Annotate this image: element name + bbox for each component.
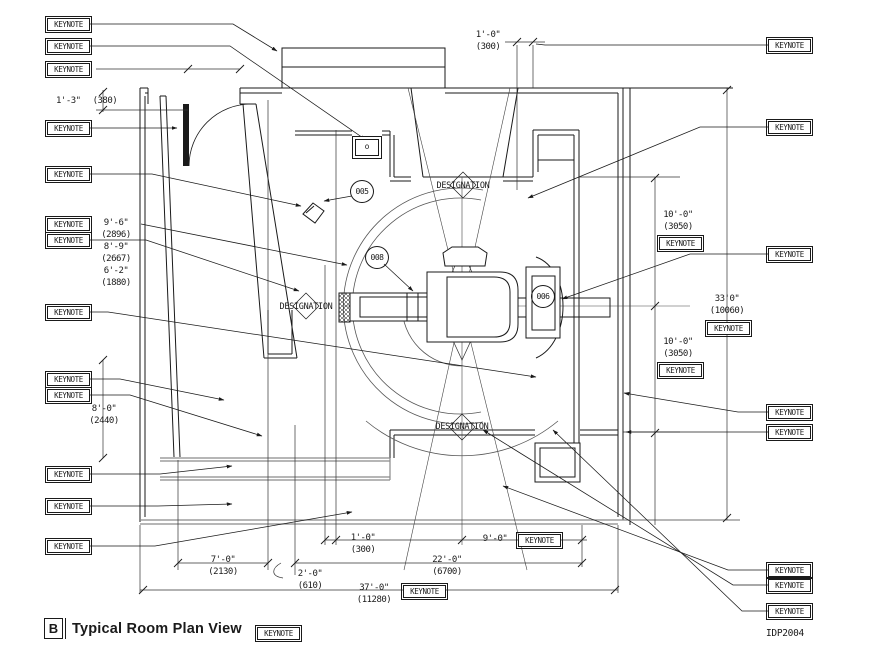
marker-005[interactable]: 005	[350, 180, 374, 203]
dim-value: 1'-0"	[350, 533, 376, 543]
dim-value: 1'-3"	[56, 96, 81, 106]
dim-value: 33'0"	[714, 294, 740, 304]
dim-left-radii: 9'-6" (2896) 8'-9" (2667) 6'-2" (1880)	[92, 217, 140, 289]
keynote-tag[interactable]: KEYNOTE	[45, 16, 92, 33]
gantry-cover	[426, 271, 519, 343]
view-letter: B	[44, 618, 63, 639]
dim-value: 10'-0"	[663, 210, 693, 220]
wall-band-lines	[140, 457, 740, 525]
keynote-tag[interactable]: KEYNOTE	[255, 625, 302, 642]
dim-bottom-left-span: 7'-0" (2130)	[194, 554, 252, 578]
view-title: Typical Room Plan View	[72, 620, 242, 637]
dim-value: 22'-0"	[432, 555, 462, 565]
door-swing-arc	[188, 103, 252, 167]
dim-value: (3050)	[663, 349, 693, 359]
dim-left-height: 8'-0" (2440)	[78, 403, 130, 427]
keynote-tag[interactable]: KEYNOTE	[516, 532, 563, 549]
marker-006[interactable]: 006	[531, 285, 555, 308]
dim-value: (1880)	[101, 278, 131, 288]
dim-value: (2130)	[208, 567, 238, 577]
keynote-tag[interactable]: KEYNOTE	[45, 120, 92, 137]
designation-label: DESIGNATION	[279, 302, 333, 312]
title-block: B Typical Room Plan View	[44, 618, 242, 639]
dim-bottom-center-span: 22'-0" (6700)	[418, 554, 476, 578]
console-box: o	[352, 136, 382, 159]
dim-value: 2'-0"	[297, 569, 323, 579]
keynote-tag[interactable]: KEYNOTE	[766, 603, 813, 620]
keynote-tag[interactable]: KEYNOTE	[45, 538, 92, 555]
dim-value: 8'-0"	[91, 404, 117, 414]
keynote-tag[interactable]: KEYNOTE	[657, 235, 704, 252]
keynote-tag[interactable]: KEYNOTE	[45, 166, 92, 183]
dim-bottom-right-span: 9'-0"	[474, 533, 516, 545]
keynote-tag[interactable]: KEYNOTE	[45, 371, 92, 388]
dim-value: (2440)	[89, 416, 119, 426]
dim-door-wall: 1'-3" (380)	[56, 95, 118, 107]
dimension-ticks	[98, 37, 732, 595]
dim-value: (2896)	[101, 230, 131, 240]
keynote-tag[interactable]: KEYNOTE	[45, 304, 92, 321]
dim-value: 7'-0"	[210, 555, 236, 565]
keynote-tag[interactable]: KEYNOTE	[766, 424, 813, 441]
dim-bottom-offset: 1'-0" (300)	[342, 532, 384, 556]
dim-value: 37'-0"	[359, 583, 389, 593]
dim-door-offset: 2'-0" (610)	[286, 568, 334, 592]
dim-value: 1'-0"	[475, 30, 501, 40]
treatment-equipment	[302, 202, 611, 359]
keynote-tag[interactable]: KEYNOTE	[766, 37, 813, 54]
marker-008[interactable]: 008	[365, 246, 389, 269]
dim-right-lower: 10'-0" (3050)	[647, 336, 709, 360]
dim-value: (610)	[297, 581, 323, 591]
keynote-tag[interactable]: KEYNOTE	[401, 583, 448, 600]
wedge-symbol	[302, 202, 325, 224]
keynote-tag[interactable]: KEYNOTE	[657, 362, 704, 379]
dim-value: (300)	[475, 42, 501, 52]
keynote-tag[interactable]: KEYNOTE	[45, 232, 92, 249]
keynote-tag[interactable]: KEYNOTE	[45, 61, 92, 78]
keynote-tag[interactable]: KEYNOTE	[45, 38, 92, 55]
dim-value: 9'-6"	[103, 218, 129, 228]
keynote-tag[interactable]: KEYNOTE	[766, 562, 813, 579]
dim-value: (10060)	[709, 306, 745, 316]
dim-bottom-overall: 37'-0" (11280)	[346, 582, 402, 606]
keynote-tag[interactable]: KEYNOTE	[45, 466, 92, 483]
keynote-tag[interactable]: KEYNOTE	[766, 577, 813, 594]
dim-value: 9'-0"	[482, 534, 508, 544]
console-label: o	[355, 139, 379, 156]
dim-value: (2667)	[101, 254, 131, 264]
keynote-tag[interactable]: KEYNOTE	[45, 216, 92, 233]
dim-value: (300)	[350, 545, 376, 555]
dim-value: (380)	[92, 96, 118, 106]
dim-value: (11280)	[356, 595, 392, 605]
collimator-head	[442, 246, 488, 267]
dim-value: (6700)	[432, 567, 462, 577]
keynote-leaders	[88, 23, 769, 612]
sheet-code: IDP2004	[766, 628, 804, 639]
title-divider	[65, 618, 66, 639]
keynote-tag[interactable]: KEYNOTE	[766, 246, 813, 263]
designation-label: DESIGNATION	[436, 181, 490, 191]
dim-value: 10'-0"	[663, 337, 693, 347]
dim-value: 6'-2"	[103, 266, 129, 276]
dim-top-offset: 1'-0" (300)	[460, 29, 516, 53]
designation-diamonds	[292, 171, 477, 441]
gantry-halfmoon	[535, 256, 564, 359]
dim-value: (3050)	[663, 222, 693, 232]
door-leaf	[183, 104, 189, 166]
keynote-tag[interactable]: KEYNOTE	[45, 387, 92, 404]
keynote-tag[interactable]: KEYNOTE	[766, 119, 813, 136]
dim-right-upper: 10'-0" (3050)	[647, 209, 709, 233]
dim-right-overall: 33'0" (10060)	[696, 293, 758, 317]
designation-label: DESIGNATION	[435, 422, 489, 432]
keynote-tag[interactable]: KEYNOTE	[705, 320, 752, 337]
keynote-tag[interactable]: KEYNOTE	[45, 498, 92, 515]
keynote-tag[interactable]: KEYNOTE	[766, 404, 813, 421]
dim-value: 8'-9"	[103, 242, 129, 252]
